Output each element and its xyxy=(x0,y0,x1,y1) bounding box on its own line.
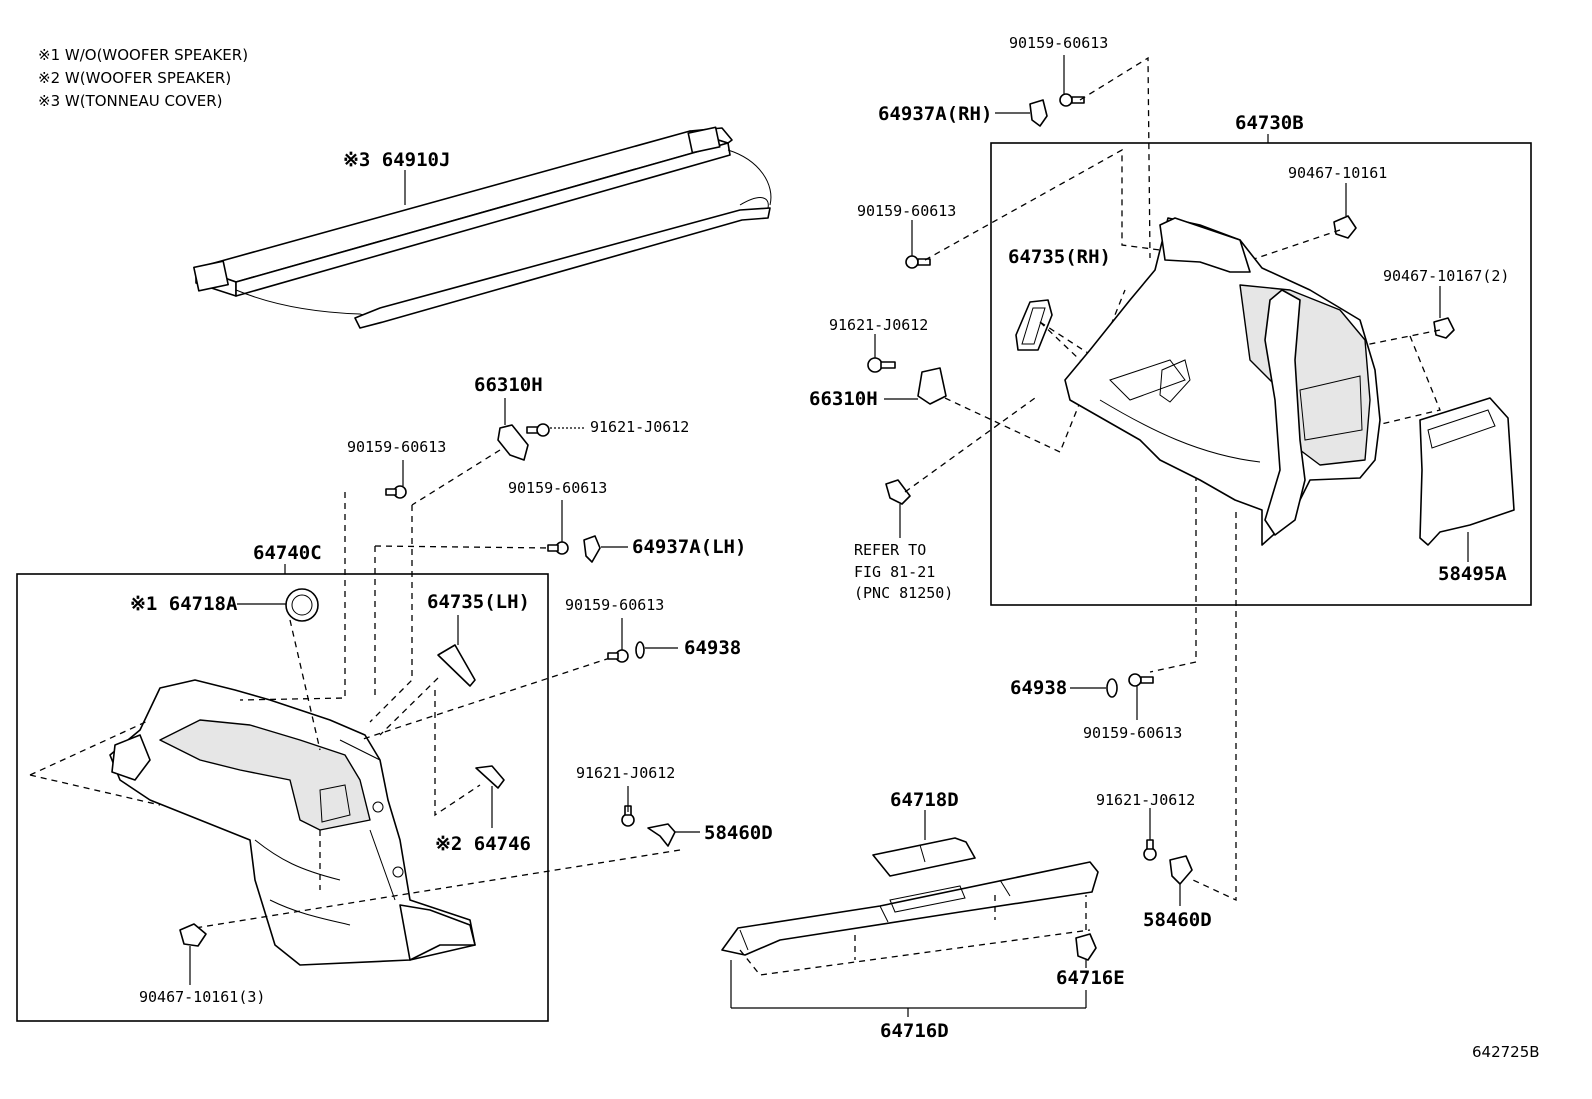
label-64937A-LH: 64937A(LH) xyxy=(632,536,746,558)
label-64938-right: 64938 xyxy=(1010,677,1067,699)
right-quarter-trim-panel xyxy=(1064,217,1381,546)
label-91621-J0612-right: 91621-J0612 xyxy=(1096,791,1195,809)
label-90467-10161-3: 90467-10161(3) xyxy=(139,988,265,1006)
label-64740C: 64740C xyxy=(253,542,322,564)
label-64910J: ※3 64910J xyxy=(343,149,450,171)
label-90159-60613-left-1: 90159-60613 xyxy=(347,438,446,456)
scuff-plate-64716D xyxy=(721,861,1099,1017)
label-90467-10161-right: 90467-10161 xyxy=(1288,164,1387,182)
figure-code: 642725B xyxy=(1472,1043,1540,1061)
label-90159-60613-right: 90159-60613 xyxy=(1083,724,1182,742)
label-64718A: ※1 64718A xyxy=(130,593,238,615)
label-64746: ※2 64746 xyxy=(435,833,531,855)
label-90159-60613-mid: 90159-60613 xyxy=(857,202,956,220)
label-64937A-RH: 64937A(RH) xyxy=(878,103,992,125)
label-66310H-right: 66310H xyxy=(809,388,878,410)
left-small-parts xyxy=(179,398,700,985)
label-64716E: 64716E xyxy=(1056,967,1125,989)
label-58460D-right: 58460D xyxy=(1143,909,1212,931)
label-64735-RH: 64735(RH) xyxy=(1008,246,1111,268)
label-91621-J0612-left: 91621-J0612 xyxy=(590,418,689,436)
refer-line-2: FIG 81-21 xyxy=(854,563,935,581)
label-66310H-left: 66310H xyxy=(474,374,543,396)
label-91621-J0612-left-2: 91621-J0612 xyxy=(576,764,675,782)
scuff-plate-64718D xyxy=(872,810,976,877)
assembly-box-64740C xyxy=(16,573,549,1022)
refer-line-3: (PNC 81250) xyxy=(854,584,953,602)
label-90159-60613-top: 90159-60613 xyxy=(1009,34,1108,52)
note-1: ※1 W/O(WOOFER SPEAKER) xyxy=(38,46,248,64)
label-91621-J0612-mid: 91621-J0612 xyxy=(829,316,928,334)
lower-right-small-parts xyxy=(1070,673,1193,968)
right-small-parts xyxy=(867,55,1455,538)
label-64730B: 64730B xyxy=(1235,112,1304,134)
label-90159-60613-left-3: 90159-60613 xyxy=(565,596,664,614)
label-58460D-left: 58460D xyxy=(704,822,773,844)
panel-58495A xyxy=(1419,397,1515,562)
label-58495A: 58495A xyxy=(1438,563,1507,585)
refer-line-1: REFER TO xyxy=(854,541,926,559)
note-3: ※3 W(TONNEAU COVER) xyxy=(38,92,223,110)
note-2: ※2 W(WOOFER SPEAKER) xyxy=(38,69,231,87)
label-90159-60613-left-2: 90159-60613 xyxy=(508,479,607,497)
left-quarter-trim-panel xyxy=(109,679,476,966)
assembly-box-64730B xyxy=(990,142,1532,606)
left-guide-lines xyxy=(29,449,681,929)
label-64716D: 64716D xyxy=(880,1020,949,1042)
label-64735-LH: 64735(LH) xyxy=(427,591,530,613)
label-64938-left: 64938 xyxy=(684,637,741,659)
tonneau-cover-part xyxy=(193,126,772,329)
label-64718D: 64718D xyxy=(890,789,959,811)
notes-block: ※1 W/O(WOOFER SPEAKER) ※2 W(WOOFER SPEAK… xyxy=(38,46,248,110)
label-90467-10167-2: 90467-10167(2) xyxy=(1383,267,1509,285)
right-guide-lines xyxy=(904,56,1441,902)
